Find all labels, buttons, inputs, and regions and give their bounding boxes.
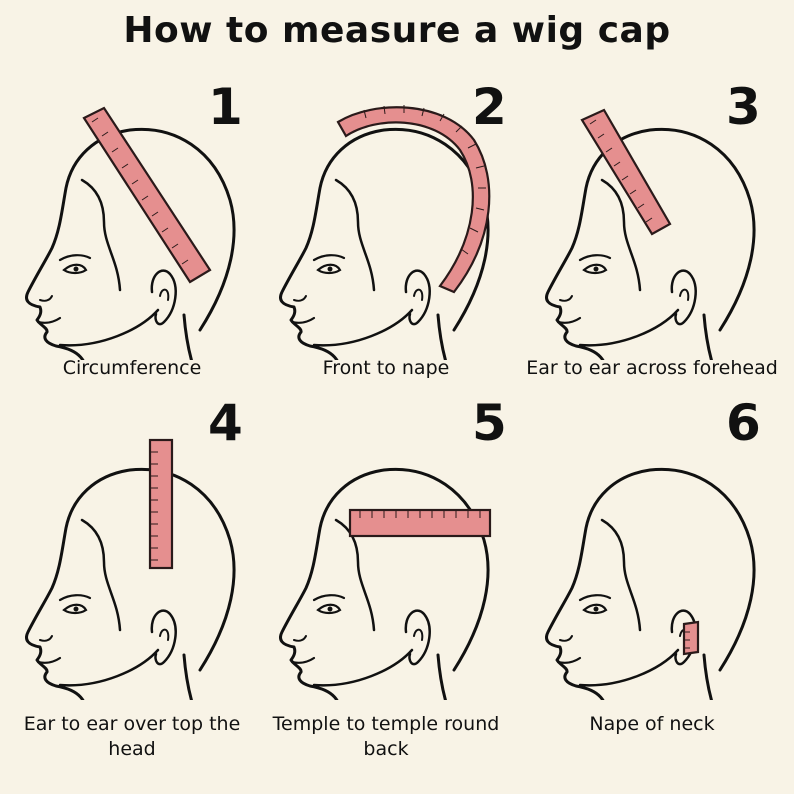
step-number-1: 1 [208,78,243,136]
tape-ticks [363,105,486,255]
step-4-panel: 4 Ear to ear over top the head [0,394,264,780]
tape-measure-nape-of-neck [682,620,700,656]
step-caption-4: Ear to ear over top the head [23,713,241,760]
step-number-6: 6 [726,394,761,452]
page-title: How to measure a wig cap [123,10,671,51]
head-illustration-temple-to-temple [279,467,492,700]
head-illustration-nape-of-neck [545,467,756,700]
tape-ticks [684,631,690,649]
step-caption-3: Ear to ear across forehead [526,357,778,379]
tape-ticks [589,119,653,223]
tape-measure-circumference [82,106,212,284]
step-number-3: 3 [726,78,761,136]
step-number-5: 5 [472,394,507,452]
step-6-panel: 6 Nape of neck [520,394,784,780]
head-illustration-ear-to-ear-top [25,438,236,700]
tape-measure-ear-to-ear-top [148,438,174,570]
tape-measure-front-to-nape [336,106,491,294]
head-illustration-ear-to-ear-forehead [545,108,756,360]
tape-ticks [359,510,481,518]
step-3-panel: 3 Ear to ear across forehead [520,60,784,440]
step-number-4: 4 [208,394,243,452]
step-caption-6: Nape of neck [589,713,715,735]
tape-ticks [150,451,158,561]
tape-measure-ear-to-ear-forehead [580,108,672,236]
step-1-panel: 1 Circumference [0,60,264,440]
step-5-panel: 5 Temple to temple round back [254,394,518,780]
step-caption-2: Front to nape [322,357,450,379]
step-2-panel: 2 Front to nape [254,60,518,440]
head-illustration-front-to-nape [279,105,491,360]
step-caption-5: Temple to temple round back [272,713,500,760]
step-caption-1: Circumference [62,357,202,379]
head-illustration-circumference [25,106,236,360]
step-number-2: 2 [472,78,507,136]
tape-ticks [91,117,189,265]
